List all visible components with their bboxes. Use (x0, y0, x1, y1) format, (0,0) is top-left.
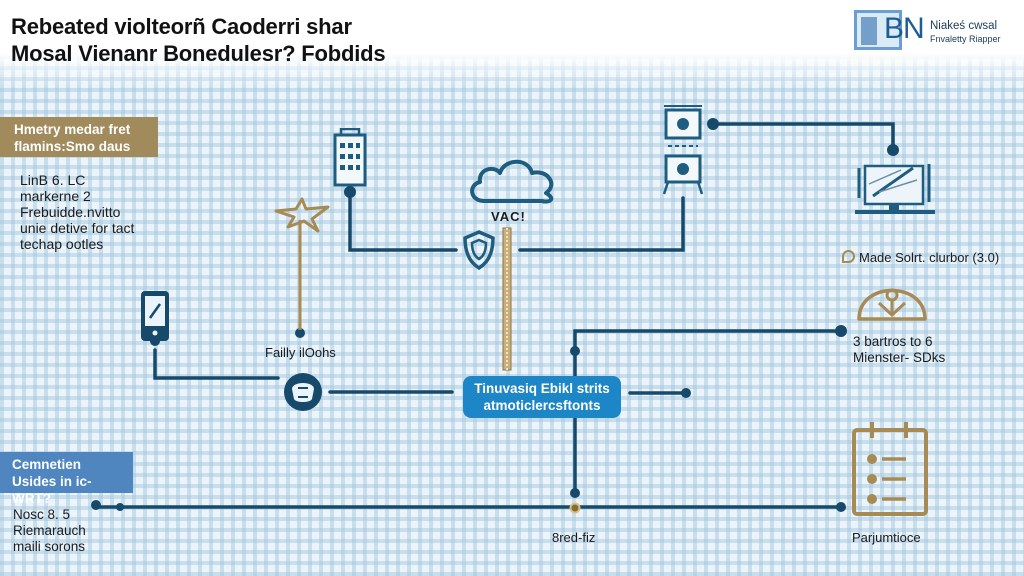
right-mid-label-line-2: Mienster- SDks (853, 350, 946, 365)
bottom-note-line: maili sorons (13, 539, 86, 554)
right-mid-label: 3 bartros to 6 Mienster- SDks (853, 334, 945, 366)
cloud-label: VAC! (491, 209, 526, 224)
building-icon (333, 128, 367, 187)
right-top-label-text: Made Solrt. clurbor (3.0) (859, 250, 1000, 265)
bottom-note-line: Nosc 8. 5 (13, 507, 71, 522)
junction-dot (569, 502, 581, 514)
phone-icon (141, 291, 169, 341)
blue-tag-line-2: Usides in ic-WRT? (12, 474, 92, 506)
checklist-label: Parjumtioce (852, 530, 921, 545)
left-note: LinB 6. LC markerne 2 Frebuidde.nvitto u… (20, 172, 134, 252)
hub-label: Failly ilOohs (265, 345, 336, 360)
connector-dot (835, 325, 847, 337)
bottom-note-line: Riemarauch (13, 523, 86, 538)
left-note-line: unie detive for tact (20, 220, 135, 236)
connector-dot (681, 388, 691, 398)
central-node-line-1: Tinuvasiq Ebikl strits (474, 381, 610, 396)
monitor-icon (855, 164, 935, 214)
logo-text: Niakeś cwsal Fnvaletty Riapper (930, 20, 1001, 46)
central-node-line-2: atmoticlercsftonts (483, 398, 601, 413)
header-background (0, 0, 1024, 88)
shield-icon (463, 230, 495, 270)
connector-dot (570, 346, 580, 356)
central-node[interactable]: Tinuvasiq Ebikl strits atmoticlercsftont… (463, 376, 621, 418)
connector-dot (295, 328, 305, 338)
connector-dot (836, 502, 846, 512)
hub-icon (284, 373, 322, 411)
gold-tag-line-1: Hmetry medar fret (14, 122, 131, 137)
wire-server-monitor (711, 122, 895, 149)
gold-tag: Hmetry medar fret flamins:Smo daus (0, 117, 158, 157)
left-note-line: markerne 2 (20, 188, 91, 204)
bottom-center-label: 8red-fiz (552, 530, 596, 545)
star-icon (274, 197, 330, 233)
gold-tag-line-2: flamins:Smo daus (14, 139, 131, 154)
wire-building-shield (348, 186, 458, 252)
wire-phone-hub (153, 348, 280, 380)
connector-dot (344, 186, 356, 198)
gauge-anchor-icon (857, 288, 927, 321)
connector-dot (707, 118, 719, 130)
wire-shield-server (518, 196, 685, 252)
blue-tag-line-1: Cemnetien (12, 457, 82, 472)
logo-line-1: Niakeś cwsal (930, 20, 998, 32)
blue-tag: Cemnetien Usides in ic-WRT? (0, 452, 133, 506)
right-top-label: Made Solrt. clurbor (3.0) (842, 250, 999, 265)
connector-dot (116, 503, 124, 511)
brand-logo: BN Niakeś cwsal Fnvaletty Riapper (854, 10, 1024, 54)
connector-dot (91, 500, 101, 510)
wire-central-right (573, 329, 843, 378)
right-mid-label-line-1: 3 bartros to 6 (853, 334, 933, 349)
logo-mark-icon (854, 10, 902, 50)
server-icon (662, 105, 704, 195)
bottom-note: Nosc 8. 5 Riemarauch maili sorons (13, 507, 86, 555)
title-line-1: Rebeated violteorñ Caoderri shar (11, 14, 352, 39)
logo-letters: BN (884, 12, 925, 45)
connector-dot (570, 488, 580, 498)
cloud-icon (470, 159, 554, 204)
checklist-icon (852, 422, 928, 516)
left-note-line: techap ootles (20, 236, 104, 252)
title-line-2: Mosal Vienanr Bonedulesr? Fobdids (11, 41, 386, 66)
diagram-title: Rebeated violteorñ Caoderri shar Mosal V… (11, 13, 386, 67)
connector-dot (887, 144, 899, 156)
left-note-line: Frebuidde.nvitto (20, 204, 121, 220)
left-note-line: LinB 6. LC (20, 172, 86, 188)
map-pin-icon (842, 250, 855, 263)
logo-line-2: Fnvaletty Riapper (930, 34, 1001, 44)
cloud-ladder (502, 227, 512, 371)
